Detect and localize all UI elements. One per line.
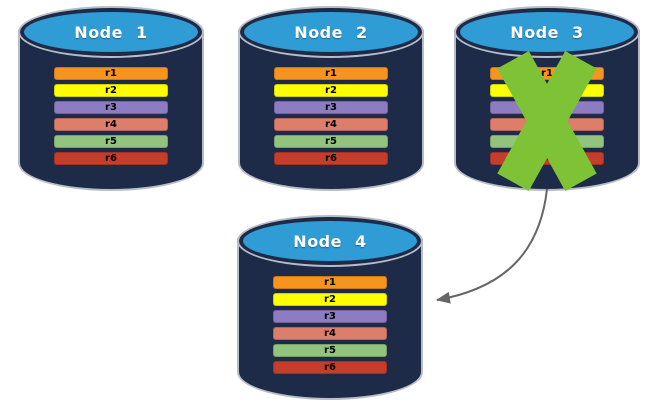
node-1-rows: r1 r2 r3 r4 r5 r6 (54, 67, 168, 169)
node-3-cylinder-top: Node 3 (456, 8, 638, 56)
node-2-rows: r1 r2 r3 r4 r5 r6 (274, 67, 388, 169)
replica-row: r1 (274, 67, 388, 80)
node-2-label: Node 2 (294, 22, 368, 42)
replica-row: r1 (273, 276, 387, 289)
replica-row: r2 (274, 84, 388, 97)
arrow-curve (436, 188, 548, 304)
replica-row: r3 (273, 310, 387, 323)
node-4: r1 r2 r3 r4 r5 r6 Node 4 (239, 217, 421, 398)
replica-row: r5 (273, 344, 387, 357)
replica-row: r3 (54, 101, 168, 114)
replica-row: r5 (54, 135, 168, 148)
replica-row: r4 (54, 118, 168, 131)
node-4-rows: r1 r2 r3 r4 r5 r6 (273, 276, 387, 378)
replica-row: r5 (274, 135, 388, 148)
replica-row: r6 (54, 152, 168, 165)
node-4-cylinder-top: Node 4 (239, 217, 421, 265)
node-2: r1 r2 r3 r4 r5 r6 Node 2 (240, 8, 422, 189)
replica-row: r2 (54, 84, 168, 97)
replica-row: r1 (54, 67, 168, 80)
replica-row: r3 (274, 101, 388, 114)
node-2-cylinder-top: Node 2 (240, 8, 422, 56)
node-4-label: Node 4 (293, 231, 367, 251)
node-3-label: Node 3 (510, 22, 584, 42)
replica-row: r6 (274, 152, 388, 165)
node-1-label: Node 1 (74, 22, 148, 42)
node-1-cylinder-top: Node 1 (20, 8, 202, 56)
replica-row: r4 (274, 118, 388, 131)
replica-row: r4 (273, 327, 387, 340)
failure-x-icon (497, 50, 597, 191)
replica-row: r6 (273, 361, 387, 374)
replica-row: r2 (273, 293, 387, 306)
node-1: r1 r2 r3 r4 r5 r6 Node 1 (20, 8, 202, 189)
